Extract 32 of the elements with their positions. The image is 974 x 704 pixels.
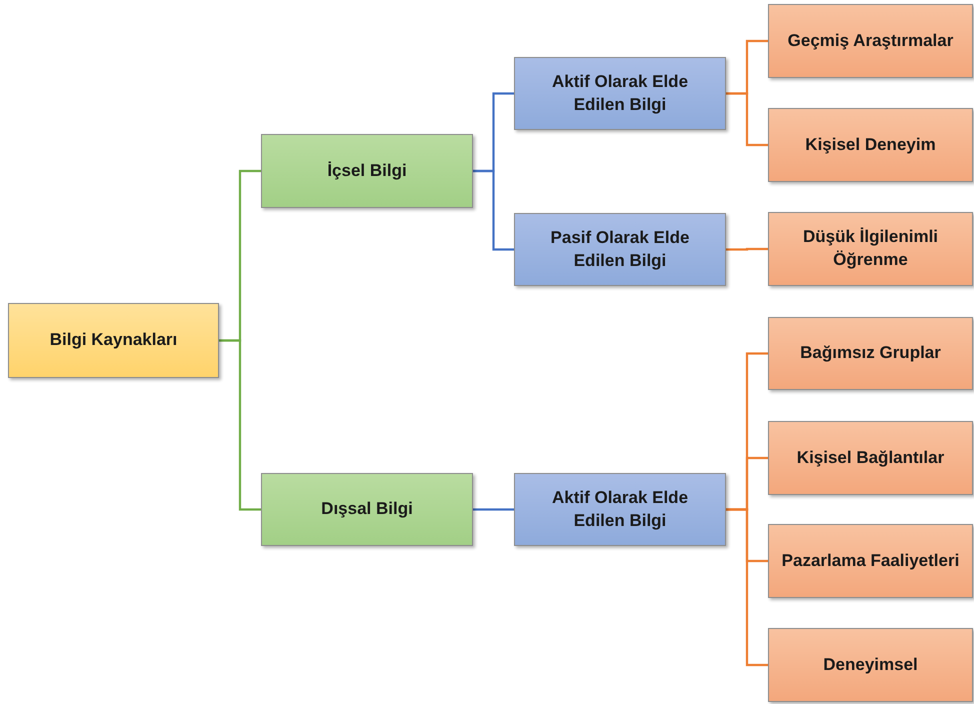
box-label: Pazarlama Faaliyetleri bbox=[782, 550, 960, 572]
category-box bbox=[768, 212, 973, 286]
connector-line bbox=[726, 508, 768, 666]
box-label: Aktif Olarak Elde Edilen Bilgi bbox=[550, 70, 690, 116]
box-label: İçsel Bilgi bbox=[327, 160, 407, 182]
box-label: Dışsal Bilgi bbox=[321, 498, 413, 520]
category-box bbox=[768, 524, 973, 598]
category-box bbox=[514, 473, 726, 546]
category-box bbox=[768, 4, 973, 78]
box-label: Kişisel Bağlantılar bbox=[796, 446, 944, 469]
category-box bbox=[261, 134, 473, 208]
connector-line bbox=[219, 339, 261, 511]
category-box bbox=[768, 108, 973, 182]
box-label: Bilgi Kaynakları bbox=[50, 329, 178, 352]
category-box bbox=[261, 473, 473, 546]
connector-line bbox=[726, 92, 768, 146]
box-label: Deneyimsel bbox=[823, 654, 918, 676]
category-box bbox=[768, 628, 973, 702]
category-box bbox=[8, 303, 219, 378]
category-box bbox=[514, 57, 726, 130]
box-label: Kişisel Deneyim bbox=[805, 134, 936, 156]
category-box bbox=[514, 213, 726, 286]
box-label: Düşük İlgilenimli Öğrenme bbox=[802, 226, 940, 271]
category-box bbox=[768, 317, 973, 390]
box-label: Aktif Olarak Elde Edilen Bilgi bbox=[550, 486, 690, 532]
connector-line bbox=[473, 170, 514, 251]
box-label: Bağımsız Gruplar bbox=[800, 342, 941, 364]
category-box bbox=[768, 421, 973, 495]
box-label: Geçmiş Araştırmalar bbox=[788, 30, 954, 52]
box-label: Pasif Olarak Elde Edilen Bilgi bbox=[550, 226, 690, 272]
connector-line bbox=[473, 508, 514, 511]
connector-line bbox=[726, 248, 768, 251]
